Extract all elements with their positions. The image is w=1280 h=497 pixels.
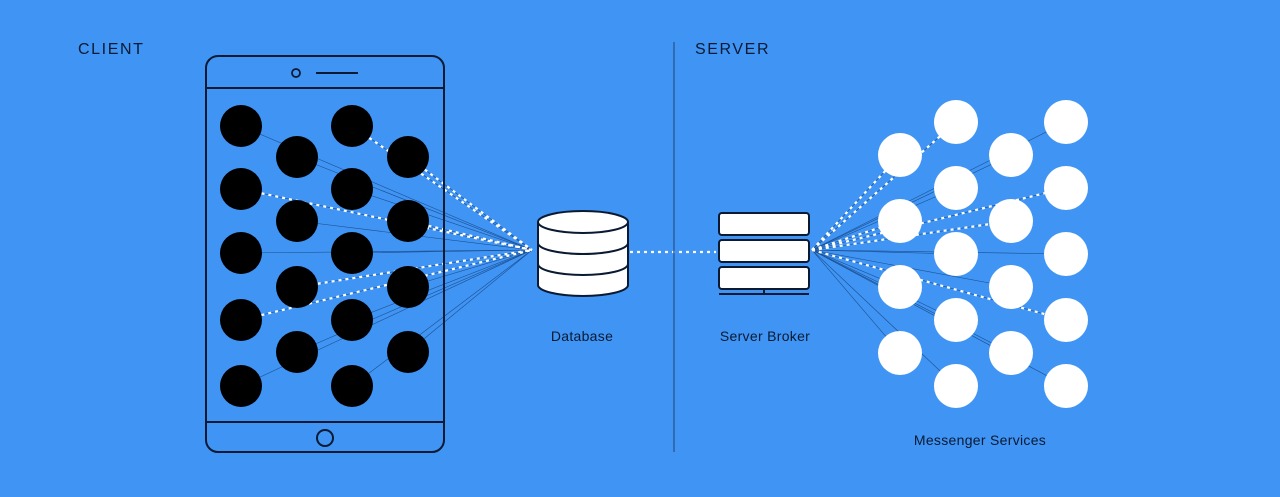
tablet-home-button <box>316 429 334 447</box>
client-node <box>276 331 318 373</box>
client-node <box>220 365 262 407</box>
client-node <box>220 299 262 341</box>
client-node <box>276 136 318 178</box>
client-node <box>331 168 373 210</box>
client-node <box>220 168 262 210</box>
server-section-label: SERVER <box>695 41 771 58</box>
messenger-service-node <box>1044 100 1088 144</box>
client-link-line <box>351 249 533 254</box>
service-link-line <box>811 121 957 251</box>
client-link-dotted <box>296 248 533 289</box>
messenger-service-node <box>934 100 978 144</box>
messenger-service-node <box>934 232 978 276</box>
client-node <box>387 136 429 178</box>
client-node <box>331 299 373 341</box>
messenger-service-node <box>878 133 922 177</box>
client-node <box>331 365 373 407</box>
client-link-line <box>351 249 533 321</box>
client-node <box>331 105 373 147</box>
messenger-service-node <box>989 265 1033 309</box>
server-broker-label: Server Broker <box>719 328 811 344</box>
database-icon <box>537 210 629 297</box>
messenger-service-node <box>989 199 1033 243</box>
client-link-dotted <box>351 125 533 251</box>
tablet-camera-icon <box>291 68 301 78</box>
service-link-dotted <box>811 186 1067 252</box>
messenger-service-node <box>1044 232 1088 276</box>
client-link-line <box>351 188 533 251</box>
messenger-service-node <box>1044 298 1088 342</box>
messenger-service-node <box>934 364 978 408</box>
messenger-service-node <box>989 133 1033 177</box>
messenger-service-node <box>1044 166 1088 210</box>
messenger-service-node <box>934 166 978 210</box>
client-link-line <box>407 249 533 353</box>
messenger-service-node <box>878 199 922 243</box>
client-node <box>276 266 318 308</box>
client-node <box>387 266 429 308</box>
client-link-dotted <box>407 219 533 252</box>
client-nodes <box>220 105 429 407</box>
messenger-service-node <box>878 265 922 309</box>
messenger-service-node <box>989 331 1033 375</box>
client-link-line <box>240 249 533 254</box>
service-link-dotted <box>811 248 1067 322</box>
client-link-line <box>351 249 533 387</box>
messenger-service-node <box>934 298 978 342</box>
client-link-line <box>407 249 533 288</box>
client-section-label: CLIENT <box>78 41 145 58</box>
messenger-services-label: Messenger Services <box>913 432 1047 448</box>
service-link-line <box>811 249 957 387</box>
client-node <box>387 200 429 242</box>
messenger-service-nodes <box>878 100 1088 408</box>
client-node <box>276 200 318 242</box>
client-node <box>220 232 262 274</box>
messenger-service-node <box>1044 364 1088 408</box>
server-rack-icon <box>718 212 810 295</box>
client-node <box>220 105 262 147</box>
tablet-device-icon <box>205 55 445 453</box>
client-link-dotted <box>240 187 533 252</box>
client-link-dotted <box>240 248 533 322</box>
client-node <box>387 331 429 373</box>
service-link-line <box>811 249 901 354</box>
client-link-dotted <box>407 156 533 251</box>
database-label: Database <box>550 328 614 344</box>
messenger-service-node <box>878 331 922 375</box>
client-node <box>331 232 373 274</box>
